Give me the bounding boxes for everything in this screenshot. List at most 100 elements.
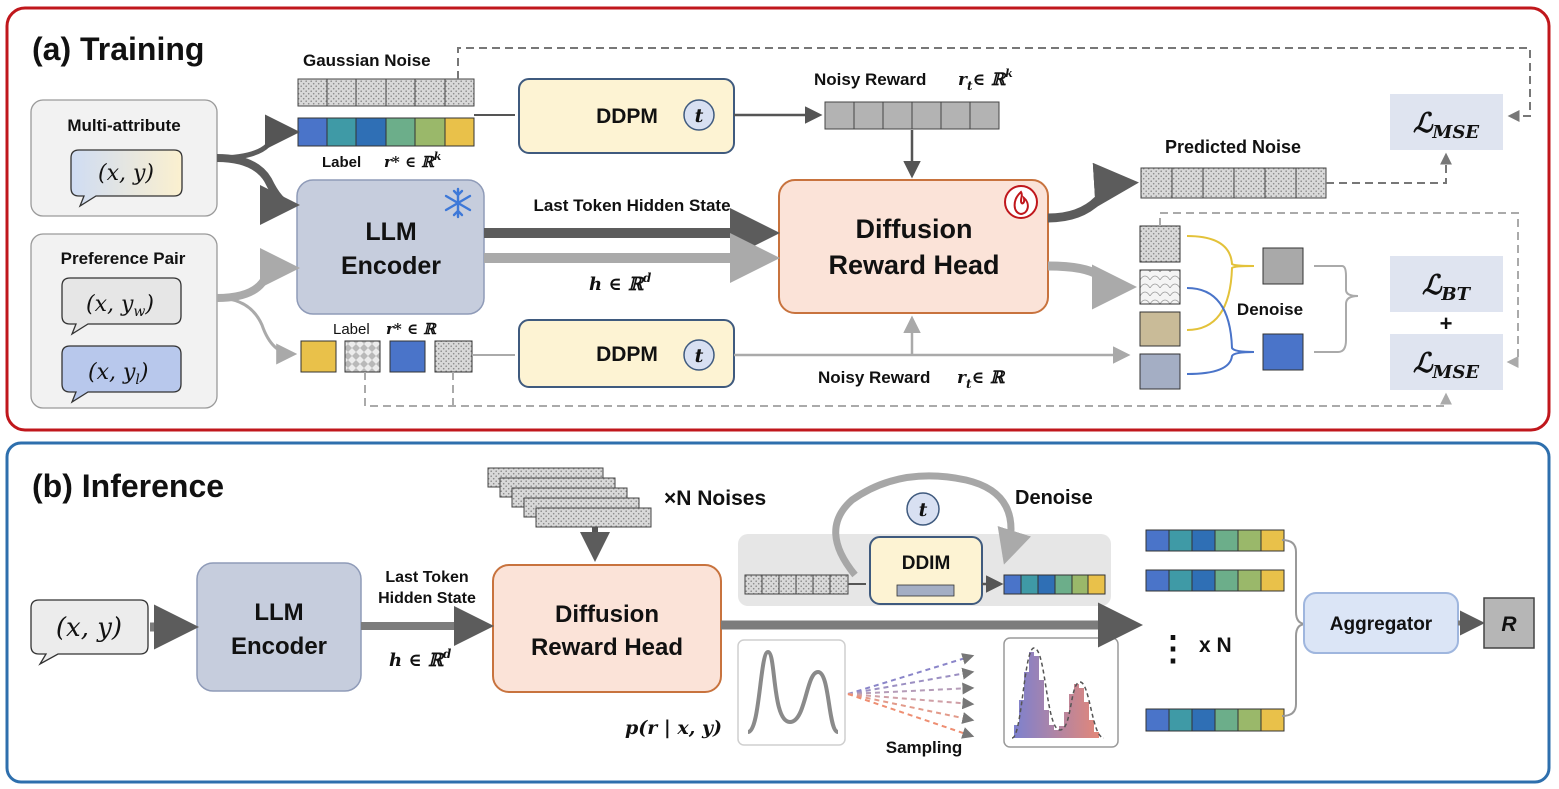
xyl-text: (x, y	[88, 360, 136, 385]
snowflake-icon	[444, 187, 472, 219]
svg-text:Noisy Reward: Noisy Reward	[814, 70, 926, 89]
loss-plus: +	[1440, 311, 1453, 336]
ddim-loop	[832, 472, 1032, 578]
predicted-noise-strip	[1140, 167, 1327, 199]
svg-text:Encoder: Encoder	[231, 633, 327, 660]
label-strip-top	[297, 117, 475, 147]
svg-text:Last Token: Last Token	[385, 569, 468, 586]
ddpm-top: DDPM t	[518, 78, 735, 154]
timestep-icon	[683, 99, 715, 131]
svg-text:DDPM: DDPM	[596, 343, 658, 366]
svg-text:r* ∈ ℝk: r* ∈ ℝk	[384, 150, 442, 171]
svg-text:LLM: LLM	[365, 218, 416, 246]
xyl-bubble	[61, 345, 182, 404]
output-strip-1	[1145, 529, 1285, 552]
denoise-label-inference: Denoise	[1015, 487, 1093, 509]
multi-attribute-label: Multi-attribute	[67, 116, 180, 135]
label-top-math: r* ∈ ℝ	[384, 153, 435, 171]
noisy-reward-bottom-label: Noisy Reward	[818, 368, 930, 387]
svg-text:LLM: LLM	[254, 599, 303, 626]
training-title: (a) Training	[32, 31, 204, 67]
svg-text:rt∈ ℝk: rt∈ ℝk	[958, 67, 1013, 93]
distribution-label: p(r | x, y)	[625, 717, 722, 739]
label-bottom-math: r* ∈ ℝ	[386, 320, 437, 338]
output-strip-2	[1145, 569, 1285, 592]
denoise-squares	[1139, 225, 1181, 390]
svg-text:r* ∈ ℝ: r* ∈ ℝ	[386, 320, 437, 338]
svg-text:h ∈ ℝd: h ∈ ℝd	[389, 647, 452, 671]
distribution-card	[737, 639, 846, 746]
svg-text:ℒMSE: ℒMSE	[1413, 108, 1479, 143]
inference-arrows	[150, 527, 1485, 650]
noises-label: ×N Noises	[664, 487, 766, 510]
inference-panel: (b) Inference (x, y) LLM Encoder Last To…	[5, 441, 1551, 784]
merge-brace	[1314, 265, 1359, 353]
svg-text:ℒBT: ℒBT	[1422, 270, 1472, 305]
svg-text:(x, yw): (x, yw)	[86, 292, 154, 320]
svg-text:DDPM: DDPM	[596, 105, 658, 128]
svg-text:h ∈ ℝd: h ∈ ℝd	[589, 271, 652, 295]
xyw-text: (x, y	[86, 292, 134, 317]
denoise-braces	[1186, 235, 1255, 375]
svg-text:Label: Label	[333, 321, 370, 338]
svg-text:Aggregator: Aggregator	[1330, 614, 1433, 635]
stacked-noises	[487, 467, 652, 528]
label-top-text: Label	[322, 154, 361, 171]
label-strip-bottom	[300, 340, 473, 373]
svg-text:DDIM: DDIM	[902, 553, 951, 574]
noisy-reward-strip	[824, 101, 1000, 130]
svg-text:(x, y): (x, y)	[56, 613, 122, 643]
aggregator-brace	[1281, 539, 1307, 717]
denoise-label-training: Denoise	[1237, 300, 1303, 319]
svg-text:t: t	[919, 499, 928, 521]
svg-text:Noisy Reward: Noisy Reward	[818, 368, 930, 387]
reward-output-box: R	[1483, 597, 1535, 649]
svg-text:Diffusion: Diffusion	[856, 214, 973, 244]
sampling-label: Sampling	[886, 738, 963, 757]
svg-text:(x, yl): (x, yl)	[88, 360, 148, 388]
label-bottom-text: Label	[333, 321, 370, 338]
histogram-card	[1003, 637, 1119, 748]
timestep-icon	[683, 339, 715, 371]
svg-text:Diffusion: Diffusion	[555, 601, 659, 628]
training-panel: (a) Training Multi-attribute (x, y) Pref…	[5, 6, 1551, 432]
loss-mse-top: ℒMSE	[1390, 94, 1503, 150]
llm-encoder-training: LLM Encoder	[296, 179, 485, 315]
svg-text:Reward Head: Reward Head	[828, 250, 999, 280]
ddpm-bottom: DDPM t	[518, 319, 735, 388]
svg-text:Hidden State: Hidden State	[378, 590, 476, 607]
ddim-output-strip	[1003, 574, 1106, 595]
fire-icon	[1004, 185, 1038, 219]
xn-label: x N	[1199, 634, 1232, 657]
svg-text:Encoder: Encoder	[341, 252, 441, 280]
preference-pair-label: Preference Pair	[61, 249, 186, 268]
vdots: ⋮	[1156, 630, 1190, 668]
loss-mse-bottom: ℒMSE	[1390, 334, 1503, 390]
aggregator-box: Aggregator	[1303, 592, 1459, 654]
loss-bt: ℒBT	[1390, 256, 1503, 312]
xyl-sub: l	[135, 372, 139, 388]
svg-text:Label: Label	[322, 154, 361, 171]
noisy-reward-top-label: Noisy Reward	[814, 70, 926, 89]
sampling-arrows	[847, 653, 975, 739]
ddim-box: DDIM	[869, 536, 983, 605]
training-border	[5, 6, 1551, 432]
xyw-bubble	[61, 277, 182, 336]
preference-pair-box: Preference Pair (x, yw) (x, yl)	[30, 233, 218, 409]
training-arrows	[216, 47, 1531, 407]
svg-text:rt∈ ℝ: rt∈ ℝ	[957, 368, 1006, 391]
diffusion-reward-head-training: Diffusion Reward Head	[778, 179, 1049, 314]
output-strip-n	[1145, 708, 1285, 732]
gaussian-noise-label: Gaussian Noise	[303, 51, 431, 70]
svg-text:t: t	[695, 345, 704, 367]
ddim-timestep-icon	[906, 492, 940, 526]
inference-xy-bubble	[30, 599, 149, 666]
svg-text:Reward Head: Reward Head	[531, 634, 683, 661]
llm-encoder-inference: LLM Encoder	[196, 562, 362, 692]
svg-text:R: R	[1501, 613, 1517, 636]
xy-text: (x, y)	[98, 161, 154, 186]
svg-text:t: t	[695, 105, 704, 127]
svg-text:ℒMSE: ℒMSE	[1413, 348, 1479, 383]
last-token-label: Last Token Hidden State	[533, 196, 730, 215]
predicted-noise-label: Predicted Noise	[1165, 137, 1301, 157]
